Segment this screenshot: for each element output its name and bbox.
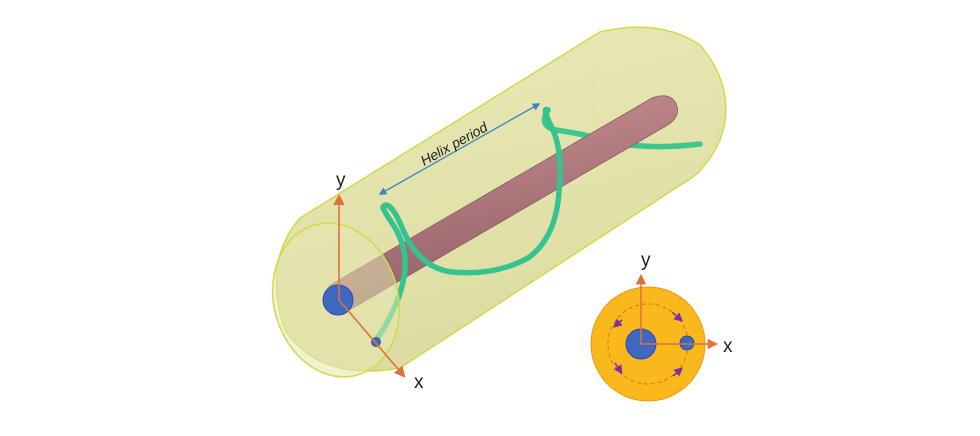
helix-period-arrow — [378, 103, 541, 195]
inset-y-label: y — [641, 250, 651, 271]
cross-section-inset: y x — [590, 250, 733, 402]
helix-front-segment — [373, 106, 563, 343]
inset-helix-disc — [679, 335, 695, 351]
rotation-arrow-top-right — [671, 311, 684, 322]
rotation-arrow-bottom-left — [613, 362, 623, 375]
rotation-arrow-top-left — [612, 318, 623, 328]
main-y-label: y — [336, 170, 346, 191]
main-x-axis — [338, 299, 406, 378]
rotation-arrow-bottom-right — [672, 367, 684, 377]
inset-x-label: x — [723, 336, 733, 357]
main-x-label: x — [414, 372, 424, 393]
